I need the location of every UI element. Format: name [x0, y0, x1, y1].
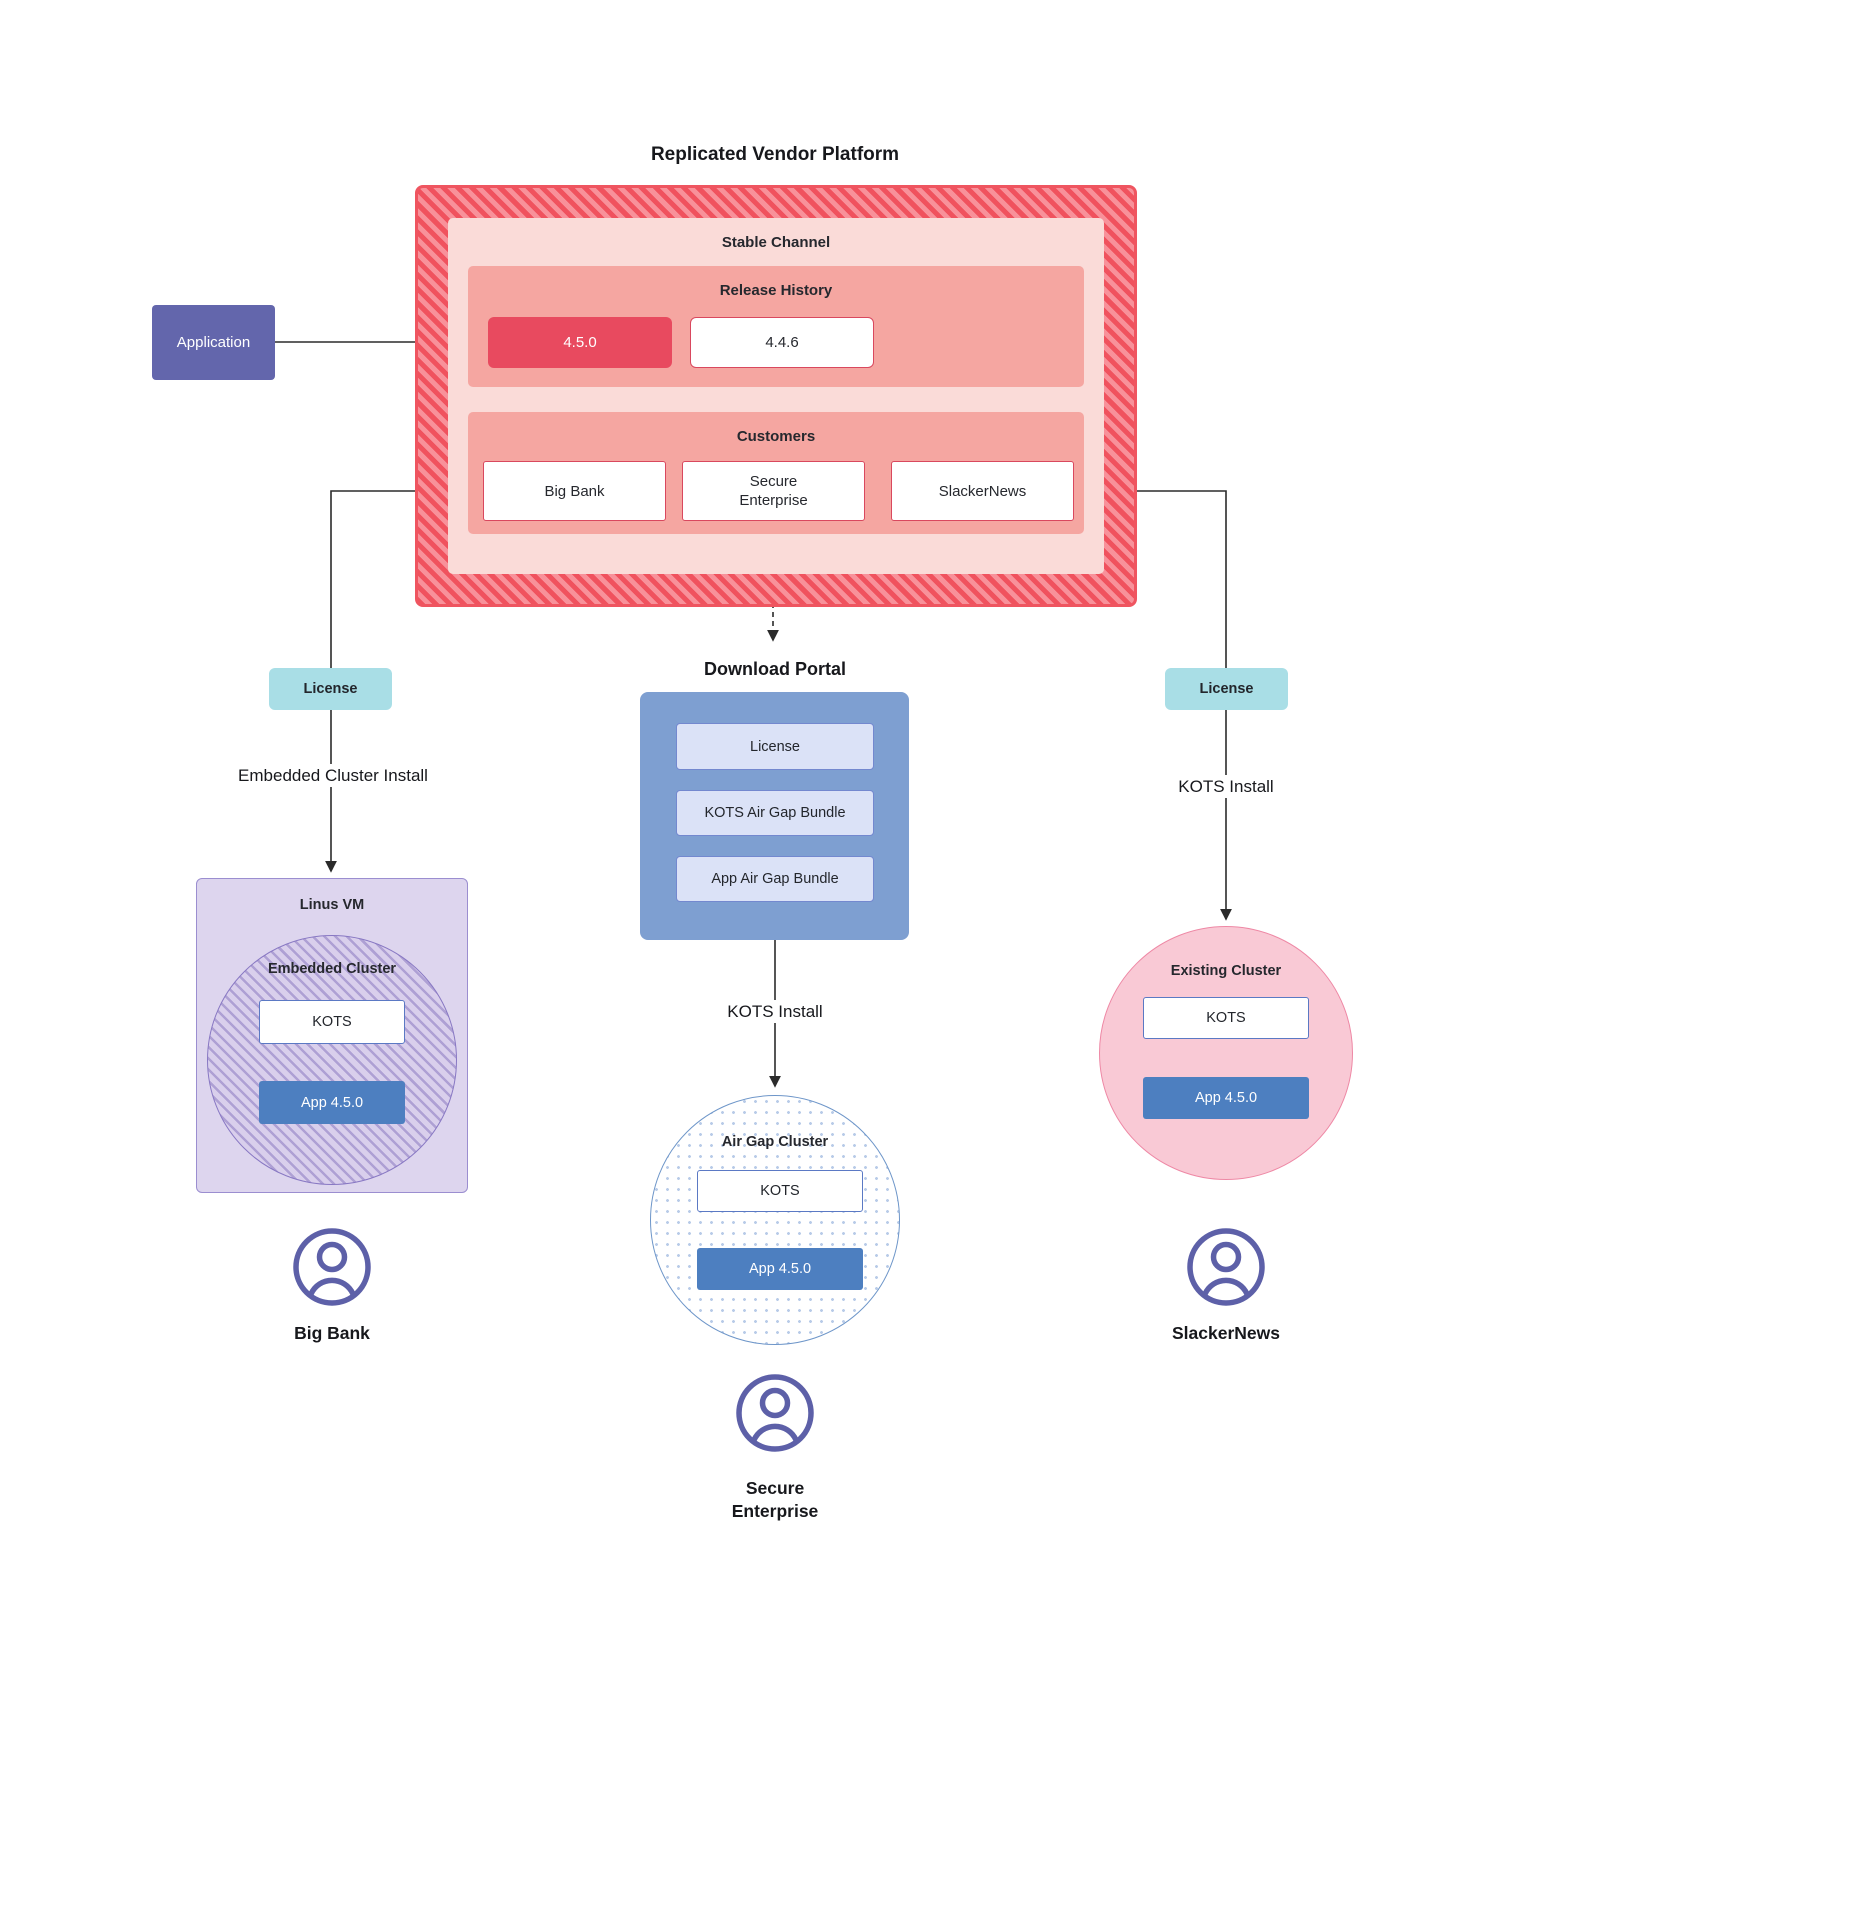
customer-slackernews: SlackerNews [891, 461, 1074, 521]
secure-enterprise-name: Secure Enterprise [731, 1478, 819, 1521]
linus-vm-label: Linus VM [299, 897, 365, 913]
app-box-left: App 4.5.0 [259, 1081, 405, 1124]
stable-channel-label: Stable Channel [721, 234, 831, 251]
existing-cluster-label: Existing Cluster [1170, 963, 1282, 979]
customer-big-bank-label: Big Bank [544, 482, 605, 500]
person-icon [735, 1373, 815, 1453]
diagram-title: Replicated Vendor Platform [650, 144, 900, 165]
customer-secure-enterprise: Secure Enterprise [682, 461, 865, 521]
kots-install-label-middle: KOTS Install [700, 1000, 850, 1023]
portal-license-item: License [676, 723, 874, 770]
existing-cluster-circle: Existing Cluster [1099, 926, 1353, 1180]
slackernews-name: SlackerNews [1172, 1323, 1280, 1343]
kots-box-right: KOTS [1143, 997, 1309, 1039]
kots-box-middle: KOTS [697, 1170, 863, 1212]
customer-secure-enterprise-label: Secure Enterprise [739, 473, 808, 509]
download-portal-title: Download Portal [625, 659, 925, 680]
customers-label: Customers [736, 428, 816, 445]
person-icon [1186, 1227, 1266, 1307]
release-4-5-0: 4.5.0 [488, 317, 672, 368]
customer-big-bank: Big Bank [483, 461, 666, 521]
license-box-big-bank: License [269, 668, 392, 710]
portal-app-bundle-item: App Air Gap Bundle [676, 856, 874, 902]
embedded-cluster-label: Embedded Cluster [267, 961, 397, 977]
app-box-middle: App 4.5.0 [697, 1248, 863, 1290]
big-bank-name: Big Bank [294, 1323, 370, 1343]
person-icon [292, 1227, 372, 1307]
portal-kots-bundle-item: KOTS Air Gap Bundle [676, 790, 874, 836]
air-gap-cluster-label: Air Gap Cluster [721, 1134, 829, 1150]
kots-install-label-right: KOTS Install [1151, 775, 1301, 798]
app-box-right: App 4.5.0 [1143, 1077, 1309, 1119]
release-4-4-6: 4.4.6 [690, 317, 874, 368]
air-gap-cluster-circle: Air Gap Cluster [650, 1095, 900, 1345]
release-history-label: Release History [719, 282, 833, 299]
embedded-cluster-install-label: Embedded Cluster Install [223, 764, 443, 787]
kots-box-left: KOTS [259, 1000, 405, 1044]
embedded-cluster-circle: Embedded Cluster [207, 935, 457, 1185]
application-box: Application [152, 305, 275, 380]
license-box-slackernews: License [1165, 668, 1288, 710]
customer-slackernews-label: SlackerNews [938, 482, 1027, 500]
